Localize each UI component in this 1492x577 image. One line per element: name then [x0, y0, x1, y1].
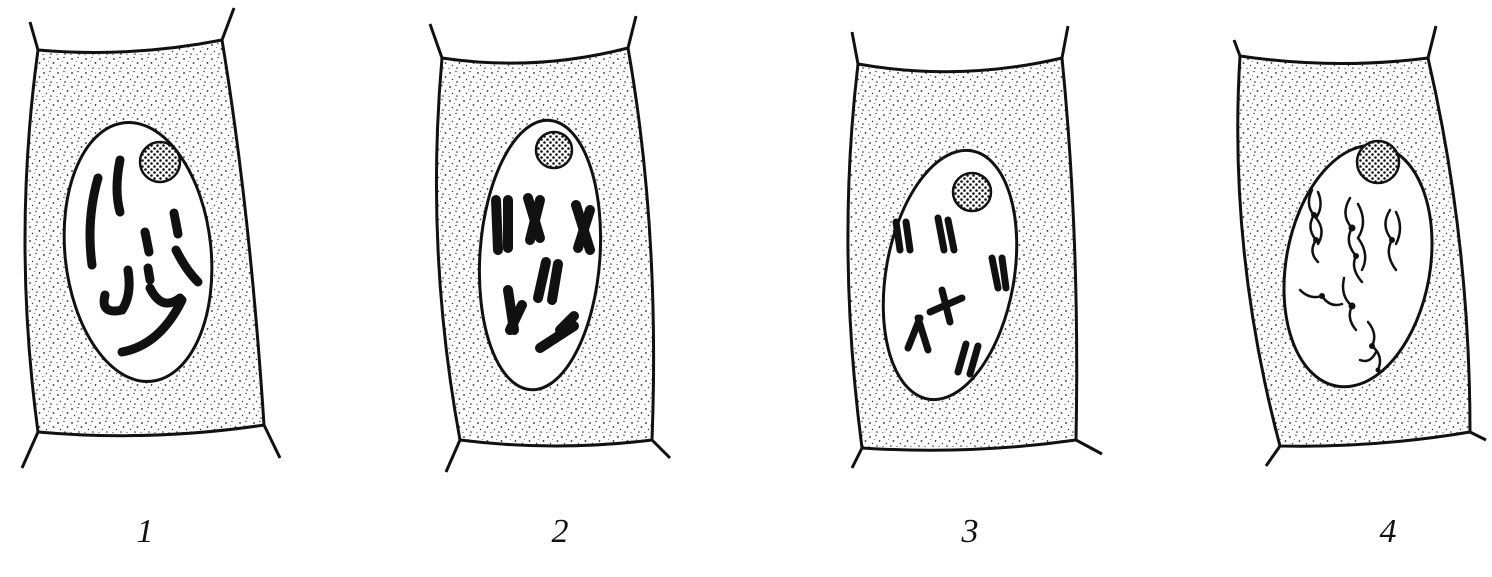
panel-label-4: 4 — [1358, 512, 1418, 552]
cell-2 — [430, 16, 670, 472]
panel-label-1: 1 — [115, 512, 175, 552]
nucleolus — [953, 173, 991, 211]
nucleolus — [1357, 141, 1399, 183]
panel-label-2: 2 — [530, 512, 590, 552]
cell-3 — [848, 26, 1102, 468]
nucleolus — [536, 132, 572, 168]
nucleolus — [140, 142, 180, 182]
cell-4 — [1234, 26, 1486, 466]
cell-1 — [22, 8, 280, 468]
panel-label-3: 3 — [940, 512, 1000, 552]
